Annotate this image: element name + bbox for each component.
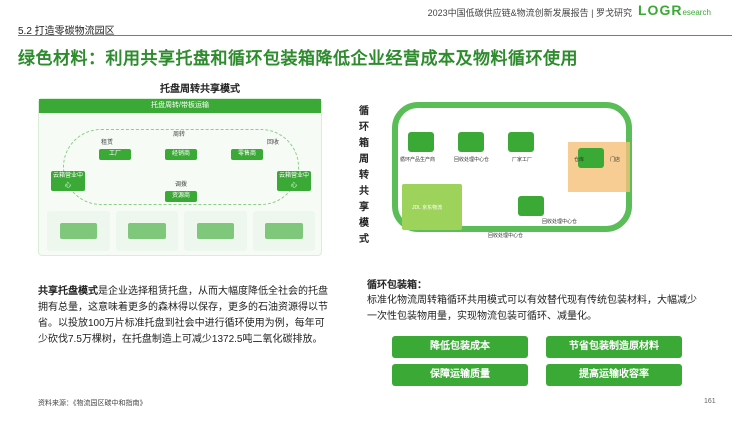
recycle-center-icon	[518, 196, 544, 216]
flow-node: 资源商	[165, 191, 197, 202]
store-icon	[578, 148, 604, 168]
producer-icon	[408, 132, 434, 152]
flow-label: 周转	[173, 132, 186, 138]
pallet-lead: 共享托盘模式	[38, 286, 98, 297]
pallet-body: 是企业选择租赁托盘，从而大幅度降低全社会的托盘拥有总量，这意味着更多的森林得以保…	[38, 286, 328, 345]
flow-label: 调拨	[175, 182, 188, 188]
cycle-label: 仓库	[574, 157, 585, 163]
page-title: 绿色材料：利用共享托盘和循环包装箱降低企业经营成本及物料循环使用	[18, 49, 578, 68]
cycle-label: 回收处理中心仓	[488, 233, 524, 239]
cycle-label: 门店	[610, 157, 621, 163]
flow-label: 租赁	[101, 140, 114, 146]
crate-heading: 循环包装箱：	[367, 280, 427, 291]
pallet-stack-image	[184, 211, 247, 251]
page-number: 161	[704, 398, 716, 405]
cycle-label: 回收处理中心仓	[542, 219, 578, 225]
cycle-diagram: 循环产品生产商 回收处理中心仓 厂家工厂 仓库 门店 回收处理中心仓 回收处理中…	[378, 92, 646, 248]
flow-node: 云箱营业中心	[277, 171, 311, 191]
cycle-label: 回收处理中心仓	[454, 157, 490, 163]
pallet-description: 共享托盘模式是企业选择租赁托盘，从而大幅度降低全社会的托盘拥有总量，这意味着更多…	[38, 284, 328, 348]
jdl-crate-image	[402, 184, 462, 230]
logo: LOGResearch	[638, 2, 738, 18]
logo-main-text: LOGR	[638, 2, 683, 18]
forklift-image	[47, 211, 110, 251]
section-label: 5.2 打造零碳物流园区	[18, 26, 115, 37]
flow-node: 零售商	[231, 149, 263, 160]
pallet-image	[115, 211, 178, 251]
recycle-center-icon	[458, 132, 484, 152]
cycle-label: 循环产品生产商	[400, 157, 436, 163]
flow-node: 云箱营业中心	[51, 171, 85, 191]
worker-image	[252, 211, 315, 251]
section-divider	[18, 35, 732, 36]
logo-sub-text: esearch	[682, 8, 711, 17]
benefit-badge: 保障运输质量	[392, 364, 528, 386]
factory-icon	[508, 132, 534, 152]
flow-node: 经销商	[165, 149, 197, 160]
pallet-diagram-banner: 托盘周转/带板运输	[39, 99, 321, 113]
report-title: 2023中国低碳供应链&物流创新发展报告 | 罗戈研究	[427, 8, 632, 18]
benefit-badge: 节省包装制造原材料	[546, 336, 682, 358]
flow-ring	[63, 129, 299, 205]
top-bar: 2023中国低碳供应链&物流创新发展报告 | 罗戈研究 LOGResearch	[0, 0, 750, 30]
flow-node: 工厂	[99, 149, 131, 160]
crate-label: JDL 京东物流	[412, 205, 443, 211]
pallet-photos	[47, 211, 315, 251]
benefit-badge: 提高运输收容率	[546, 364, 682, 386]
pallet-diagram-title: 托盘周转共享模式	[160, 84, 240, 95]
source-note: 资料来源：《物流园区碳中和指南》	[38, 400, 147, 407]
flow-label: 回收	[267, 140, 280, 146]
cycle-vertical-label: 循 环 箱 周 转 共 享 模 式	[359, 106, 369, 245]
benefit-badge: 降低包装成本	[392, 336, 528, 358]
pallet-diagram: 托盘周转/带板运输 工厂 经销商 零售商 云箱营业中心 云箱营业中心 资源商 租…	[38, 98, 322, 256]
cycle-label: 厂家工厂	[512, 157, 533, 163]
benefit-grid: 降低包装成本 节省包装制造原材料 保障运输质量 提高运输收容率	[392, 336, 682, 386]
crate-description: 标准化物流周转箱循环共用模式可以有效替代现有传统包装材料，大幅减少一次性包装物用…	[367, 295, 697, 322]
